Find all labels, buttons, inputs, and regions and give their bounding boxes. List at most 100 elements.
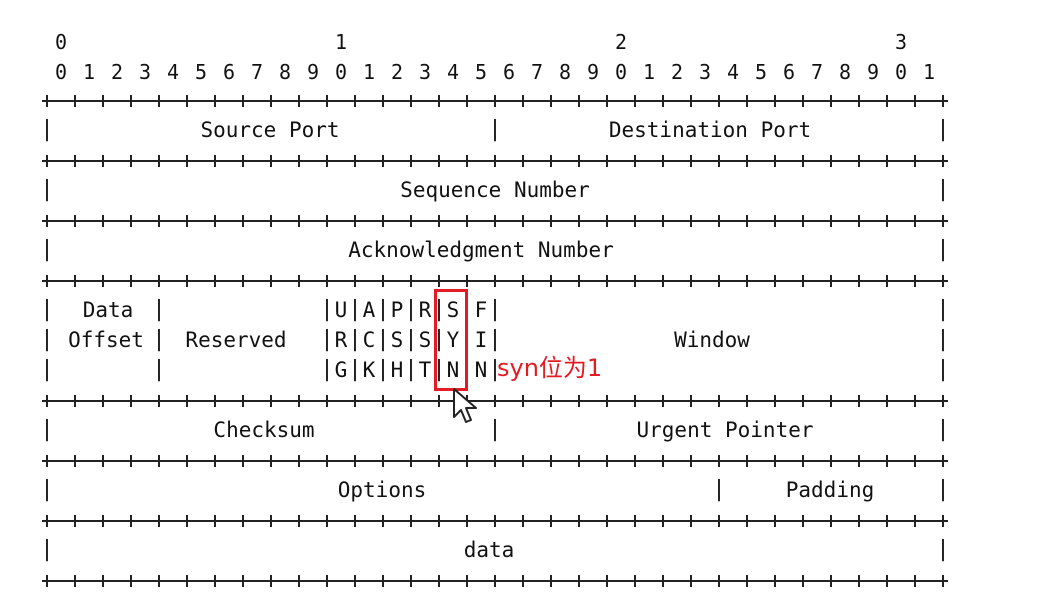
border-tick [74,515,76,527]
ruler-unit-digit: 7 [810,60,824,84]
border-tick [634,455,636,467]
border-tick [438,215,440,227]
border-tick [382,95,384,107]
border-tick [102,155,104,167]
border-tick [802,455,804,467]
border-tick [746,155,748,167]
border-tick [914,455,916,467]
border-tick [522,575,524,587]
border-tick [886,215,888,227]
border-tick [942,95,944,107]
border-tick [746,515,748,527]
border-tick [634,395,636,407]
border-tick [102,395,104,407]
border-tick [214,395,216,407]
border-tick [914,395,916,407]
border-tick [214,275,216,287]
border-tick [410,515,412,527]
border-tick [130,455,132,467]
border-tick [550,95,552,107]
border-tick [718,455,720,467]
ruler-unit-digit: 6 [502,60,516,84]
flag-letter: S [446,298,460,322]
border-tick [102,275,104,287]
ruler-unit-digit: 5 [474,60,488,84]
field-separator: | [488,117,502,142]
border-tick [886,395,888,407]
border-tick [942,395,944,407]
border-tick [774,275,776,287]
field-separator: | [40,327,54,352]
border-tick [326,455,328,467]
flag-separator: | [404,357,418,382]
border-tick [718,515,720,527]
flag-separator: | [376,357,390,382]
border-tick [662,455,664,467]
border-tick [466,155,468,167]
border-tick [634,515,636,527]
destination-port-field: Destination Port [608,118,812,142]
border-tick [298,155,300,167]
border-tick [74,575,76,587]
border-tick [438,515,440,527]
ruler-unit-digit: 8 [838,60,852,84]
mouse-pointer-icon [453,388,477,423]
border-tick [774,455,776,467]
border-tick [634,215,636,227]
field-separator: | [936,357,950,382]
border-tick [830,455,832,467]
border-tick [354,155,356,167]
border-tick [914,155,916,167]
ruler-unit-digit: 3 [138,60,152,84]
border-tick [578,215,580,227]
border-tick [46,275,48,287]
border-tick [326,95,328,107]
border-tick [690,395,692,407]
ruler-unit-digit: 0 [334,60,348,84]
urgent-pointer-field: Urgent Pointer [636,418,814,442]
border-tick [494,275,496,287]
border-tick [662,275,664,287]
border-tick [690,515,692,527]
border-tick [886,515,888,527]
border-tick [438,395,440,407]
border-tick [690,275,692,287]
border-tick [326,155,328,167]
border-tick [158,575,160,587]
border-tick [746,275,748,287]
border-tick [606,215,608,227]
border-tick [214,455,216,467]
flag-separator: | [320,297,334,322]
border-tick [802,215,804,227]
border-tick [466,95,468,107]
border-tick [130,275,132,287]
border-tick [886,575,888,587]
border-tick [550,455,552,467]
border-tick [354,95,356,107]
border-tick [130,515,132,527]
border-tick [46,575,48,587]
flag-letter: H [390,358,404,382]
border-tick [326,575,328,587]
flag-letter: Y [446,328,460,352]
ruler-unit-digit: 6 [222,60,236,84]
border-tick [634,155,636,167]
border-tick [942,515,944,527]
border-tick [186,275,188,287]
border-tick [382,275,384,287]
field-separator: | [40,537,54,562]
border-tick [718,215,720,227]
border-tick [774,215,776,227]
flag-separator: | [348,327,362,352]
border-tick [494,515,496,527]
border-tick [242,575,244,587]
border-tick [774,95,776,107]
border-tick [46,215,48,227]
flag-letter: T [418,358,432,382]
border-tick [46,455,48,467]
border-tick [662,215,664,227]
border-tick [578,575,580,587]
field-separator: | [152,327,166,352]
border-tick [830,275,832,287]
border-tick [186,155,188,167]
